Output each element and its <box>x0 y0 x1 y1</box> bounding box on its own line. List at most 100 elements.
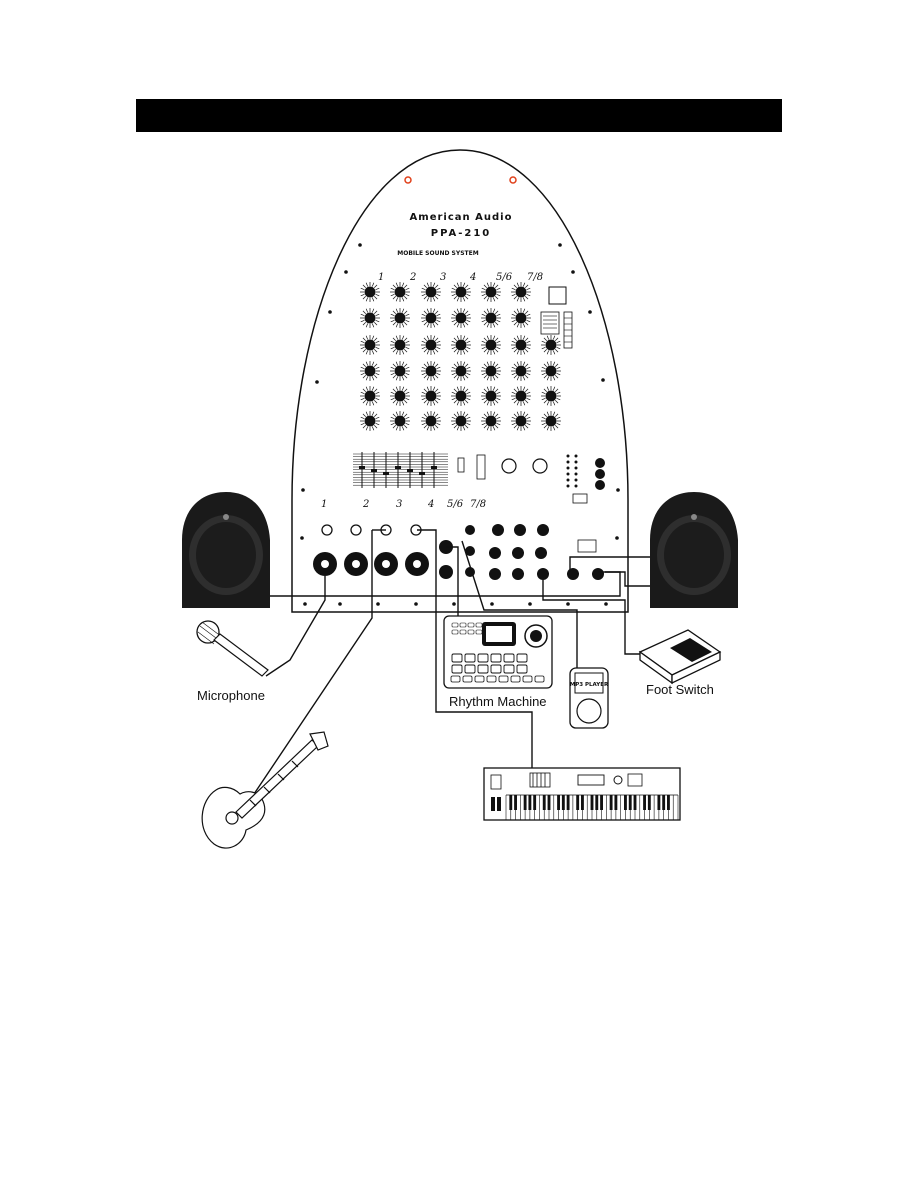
black-key <box>600 795 603 810</box>
screw <box>301 488 305 492</box>
pad <box>534 675 545 683</box>
knob <box>541 361 561 381</box>
cable-microphone <box>265 576 326 677</box>
knob <box>421 386 441 406</box>
screw <box>414 602 418 606</box>
black-key <box>643 795 646 810</box>
screw <box>315 380 319 384</box>
black-key <box>633 795 637 810</box>
channel-number: 2 <box>409 272 416 283</box>
speaker-right <box>650 492 738 608</box>
screw <box>376 602 380 606</box>
microphone-label: Microphone <box>197 688 265 703</box>
pad <box>503 664 515 674</box>
eq-slider-handle <box>359 466 365 469</box>
channel-number: 7/8 <box>527 272 543 283</box>
black-key <box>557 795 560 810</box>
screw <box>328 310 332 314</box>
knob <box>481 282 501 302</box>
cable-rhythm-machine <box>446 546 459 618</box>
screw <box>604 602 608 606</box>
led <box>574 454 578 458</box>
knob <box>481 308 501 328</box>
channel-number: 1 <box>321 499 327 510</box>
aux-jack-7 <box>489 568 501 580</box>
led <box>566 484 570 488</box>
pad <box>475 622 483 628</box>
black-key <box>509 795 513 810</box>
eq-slider-handle <box>407 469 413 472</box>
cable-guitar <box>249 530 373 801</box>
black-key <box>657 795 661 810</box>
indicator-light-right <box>509 176 517 184</box>
aux-jack-4 <box>489 547 501 559</box>
screw <box>452 602 456 606</box>
mode-switch <box>476 454 486 480</box>
line-jack-1 <box>321 524 333 536</box>
foot-switch: Foot Switch <box>638 629 722 697</box>
knob <box>511 386 531 406</box>
pad <box>450 675 461 683</box>
stereo-jack-7-8-a <box>465 525 475 535</box>
model-label: PPA-210 <box>431 228 492 239</box>
knob <box>360 308 380 328</box>
knob <box>421 282 441 302</box>
pad <box>516 653 528 663</box>
led <box>574 484 578 488</box>
channel-number-row-top: 1 2 3 4 5/6 7/8 <box>378 272 543 283</box>
pad <box>522 675 533 683</box>
pad <box>498 675 509 683</box>
black-key <box>595 795 599 810</box>
screw <box>303 602 307 606</box>
rhythm-machine: Rhythm Machine <box>443 615 553 709</box>
knob <box>511 335 531 355</box>
mp3-player-label: MP3 PLAYER <box>570 682 609 688</box>
led <box>574 466 578 470</box>
knob <box>511 411 531 431</box>
pad <box>451 622 459 628</box>
line-jack-2 <box>350 524 362 536</box>
black-key <box>528 795 532 810</box>
channel-number: 3 <box>440 272 446 283</box>
channel-number: 3 <box>396 499 402 510</box>
screw <box>616 488 620 492</box>
pad <box>490 653 502 663</box>
black-key <box>547 795 551 810</box>
subtitle-label: MOBILE SOUND SYSTEM <box>397 250 478 257</box>
eq-slider-handle <box>395 466 401 469</box>
knob <box>451 411 471 431</box>
knob <box>421 335 441 355</box>
mixer-panel: American Audio PPA-210 MOBILE SOUND SYST… <box>291 149 629 613</box>
led <box>574 478 578 482</box>
output-button-1 <box>595 458 605 468</box>
screw <box>358 243 362 247</box>
eq-slider-handle <box>431 466 437 469</box>
knob <box>451 361 471 381</box>
black-key <box>614 795 618 810</box>
aux-jack-1 <box>492 524 504 536</box>
knob-grid <box>360 282 561 431</box>
header-bar <box>136 99 782 132</box>
knob <box>511 308 531 328</box>
pad <box>516 664 528 674</box>
eq-switch <box>457 457 465 473</box>
knob <box>360 335 380 355</box>
screw <box>588 310 592 314</box>
knob <box>360 386 380 406</box>
footswitch-jack <box>537 568 549 580</box>
rhythm-pads <box>450 622 545 683</box>
cable-footswitch <box>542 580 645 655</box>
pad <box>467 622 475 628</box>
channel-number: 7/8 <box>470 499 486 510</box>
keyboard-synthesizer <box>483 767 681 821</box>
input-jacks <box>313 493 604 580</box>
screw <box>528 602 532 606</box>
graphic-equalizer <box>353 452 448 488</box>
pad <box>467 629 475 635</box>
screw <box>558 243 562 247</box>
screw <box>338 602 342 606</box>
indicator-light-left <box>404 176 412 184</box>
pad <box>451 653 463 663</box>
led <box>566 466 570 470</box>
